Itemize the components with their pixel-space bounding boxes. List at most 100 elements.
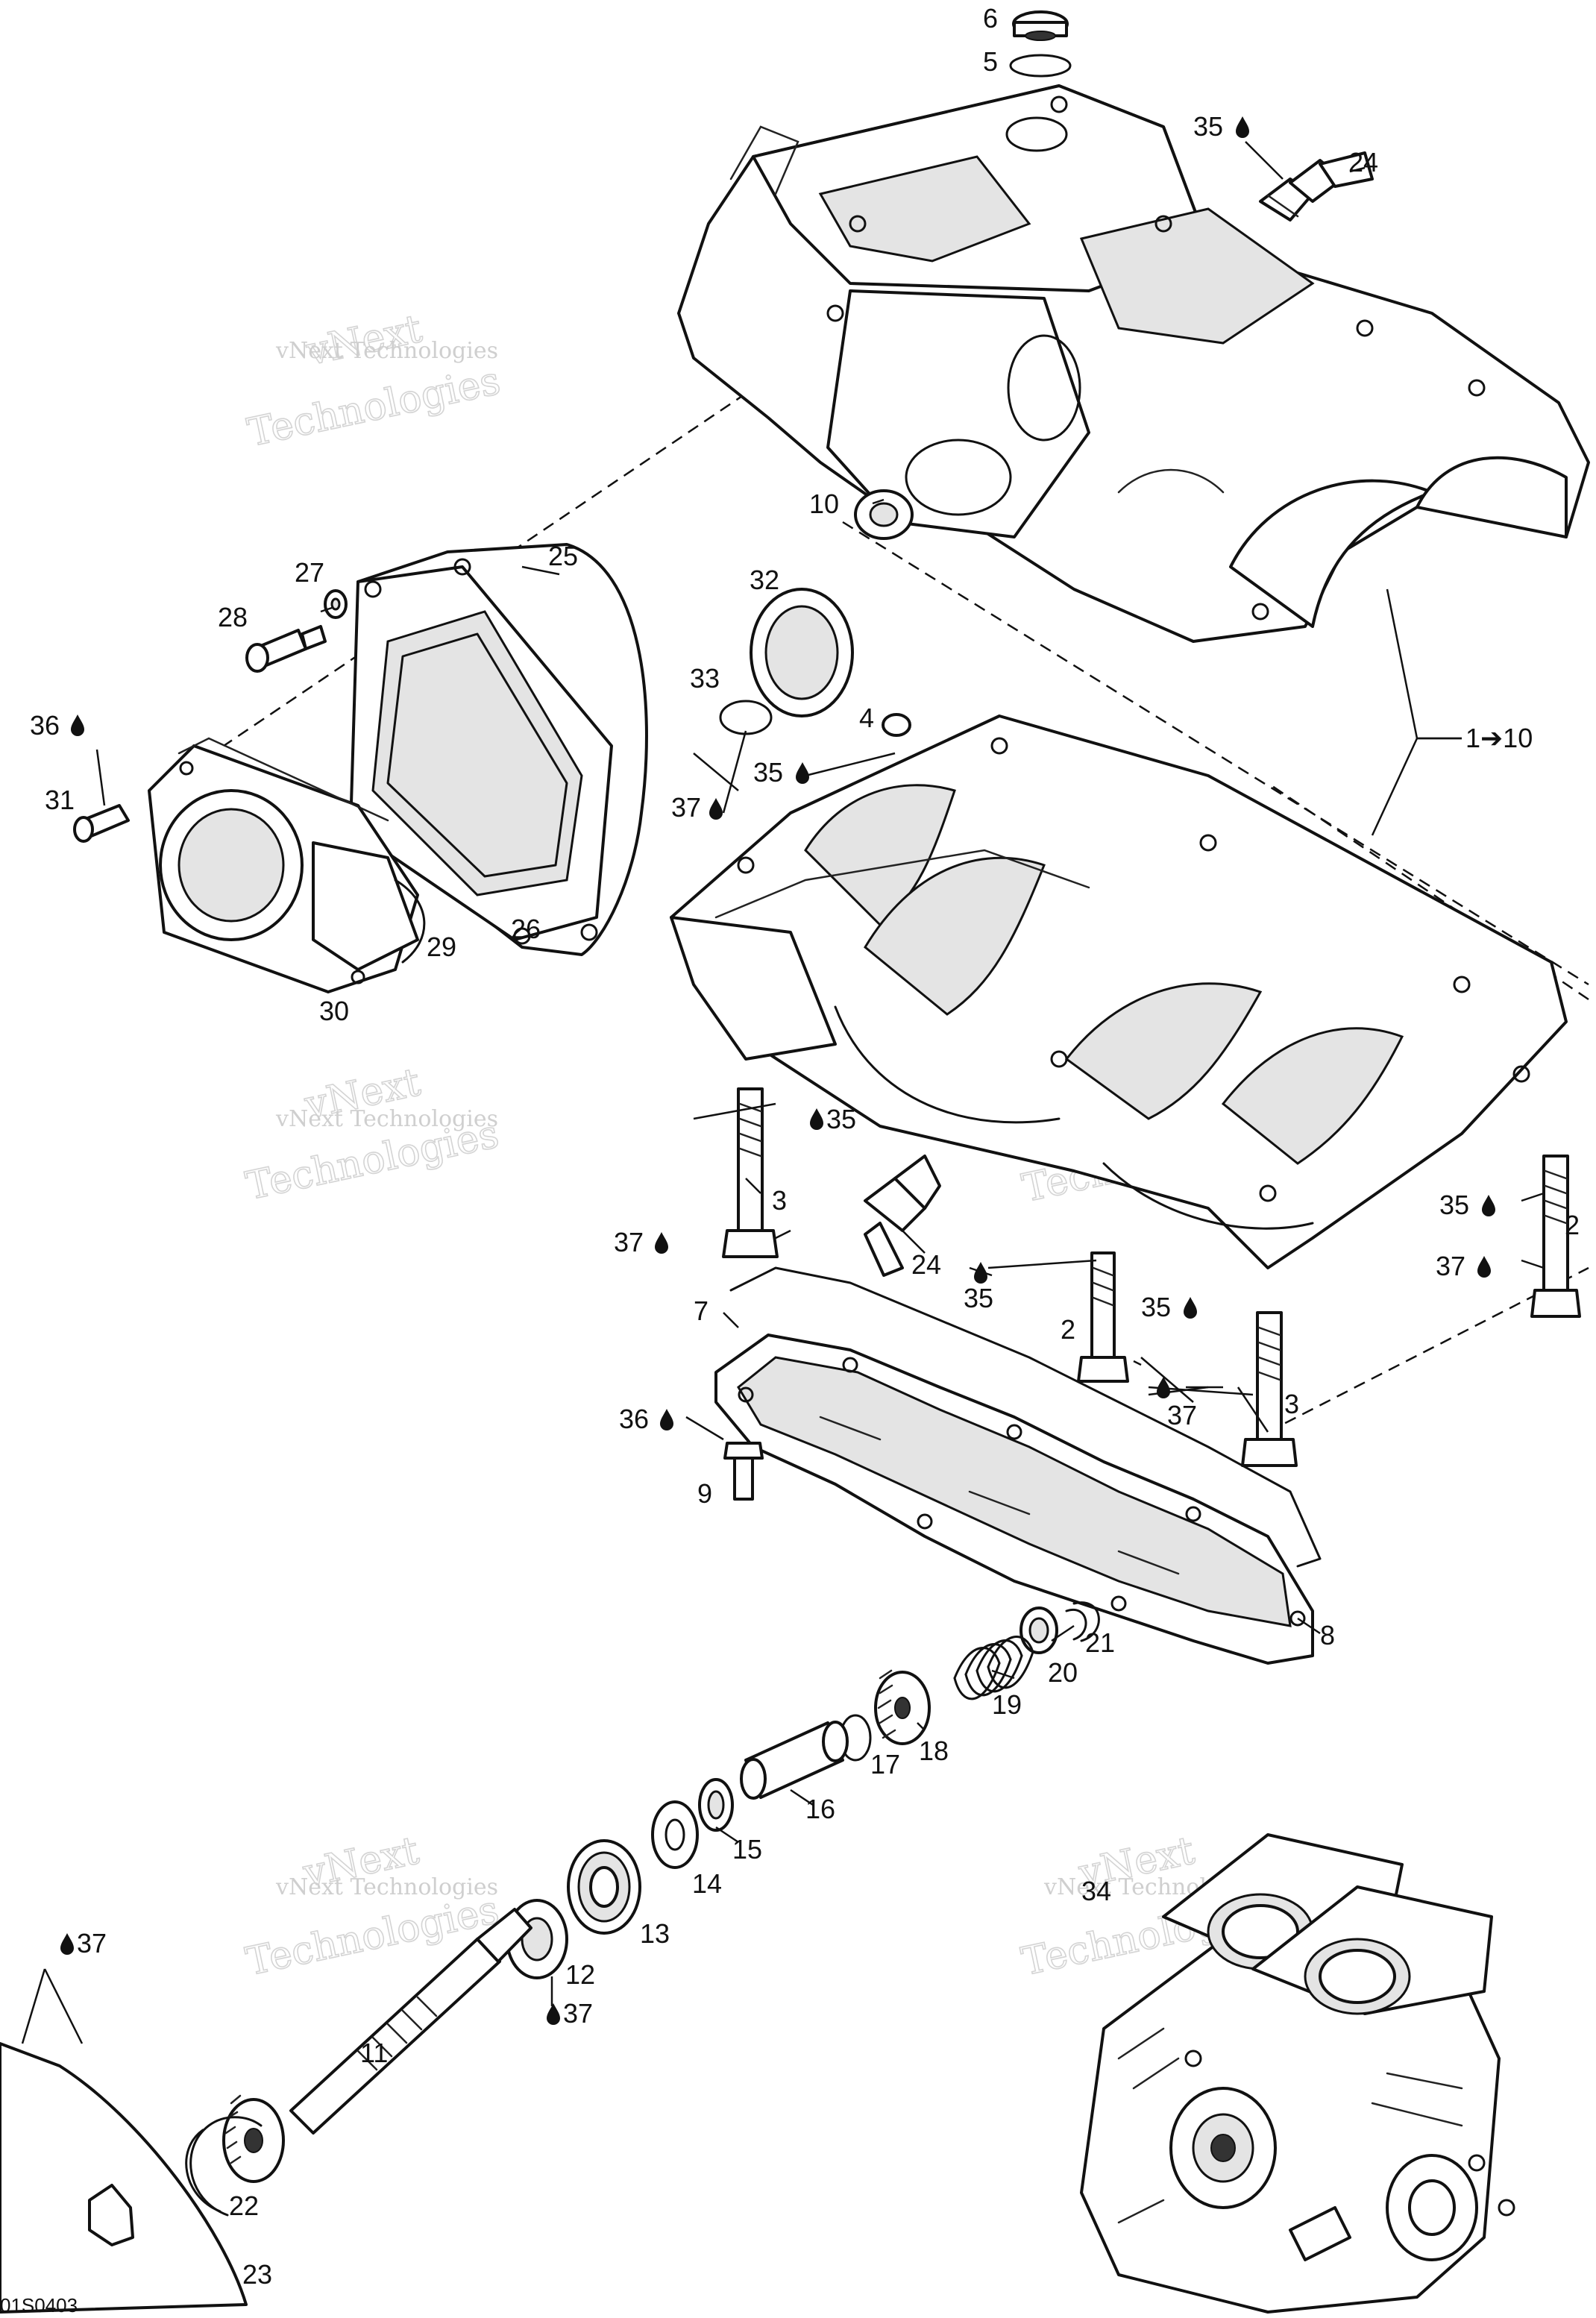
callout-37: 37 — [671, 792, 701, 823]
callout-2: 2 — [1061, 1314, 1075, 1345]
callout-17: 17 — [870, 1749, 900, 1780]
callout-14: 14 — [692, 1868, 722, 1899]
screw-31 — [73, 804, 130, 843]
callout-27: 27 — [295, 557, 324, 588]
callout-10: 10 — [809, 489, 839, 519]
callout-37: 37 — [563, 1998, 593, 2029]
callout-37: 37 — [1167, 1400, 1197, 1430]
bolt-3-left — [722, 1087, 779, 1258]
callout-11: 11 — [360, 2038, 388, 2068]
screw-28 — [245, 625, 327, 673]
callout-28: 28 — [218, 602, 248, 632]
spring-19 — [953, 1636, 1034, 1700]
washer-27 — [324, 589, 348, 619]
callout-16: 16 — [805, 1794, 835, 1824]
engine-overview — [1080, 1833, 1515, 2314]
callout-30: 30 — [319, 996, 349, 1026]
callout-35: 35 — [753, 757, 783, 788]
elbow-fitting-lower — [864, 1155, 941, 1277]
callout-29: 29 — [427, 932, 456, 962]
gasket-29 — [394, 879, 426, 964]
callout-3: 3 — [772, 1185, 787, 1216]
callout-22: 22 — [229, 2190, 259, 2221]
drop-icon — [71, 714, 84, 736]
callout-4: 4 — [859, 703, 874, 733]
guard-23 — [0, 2042, 248, 2314]
drop-icon — [796, 762, 809, 784]
washer-20 — [1020, 1606, 1058, 1654]
screw-9 — [723, 1442, 764, 1501]
throttle-body-30 — [148, 737, 419, 993]
callout-31: 31 — [45, 785, 75, 815]
callout-6: 6 — [983, 3, 998, 34]
callout-34: 34 — [1081, 1876, 1111, 1906]
circlip-22 — [185, 2116, 263, 2217]
callout-9: 9 — [697, 1478, 712, 1509]
valve-cover-25 — [349, 543, 648, 956]
callout-3: 3 — [1284, 1389, 1299, 1419]
o-ring — [1009, 54, 1072, 78]
drop-icon — [709, 798, 723, 820]
bolt-2-mid — [1077, 1251, 1129, 1383]
callout-35: 35 — [964, 1283, 993, 1313]
callout-37: 37 — [614, 1227, 644, 1257]
seal-32 — [750, 588, 854, 717]
drop-icon — [547, 2003, 560, 2025]
callout-20: 20 — [1048, 1657, 1078, 1688]
upper-crankcase — [677, 84, 1590, 643]
drop-icon — [1184, 1297, 1197, 1319]
watermark-text: vNext Technologies — [275, 1874, 498, 1900]
callout-35: 35 — [1141, 1292, 1171, 1322]
watermark-text: vNext Technologies — [275, 1106, 498, 1132]
callout-labels: 6 5 35 24 10 25 27 28 32 33 4 36 35 1➔10… — [0, 3, 1580, 2317]
drop-icon — [660, 1409, 673, 1430]
oil-plug — [1012, 10, 1069, 41]
callout-5: 5 — [983, 46, 998, 77]
oil-pan-8 — [714, 1334, 1314, 1665]
drop-icon — [1236, 116, 1249, 138]
drop-icon — [60, 1933, 74, 1955]
callout-35: 35 — [1439, 1190, 1469, 1220]
drop-icon — [1482, 1195, 1495, 1216]
lower-crankcase — [670, 714, 1568, 1269]
sleeve-16 — [740, 1721, 849, 1800]
watermark-big: Technologies — [244, 359, 504, 456]
callout-12: 12 — [565, 1959, 595, 1990]
callout-24: 24 — [911, 1249, 941, 1280]
gasket-7 — [729, 1266, 1322, 1568]
callout-25: 25 — [548, 541, 578, 571]
clip-21 — [1065, 1601, 1100, 1642]
drop-icon — [1477, 1256, 1491, 1278]
drop-icon — [810, 1108, 823, 1130]
callout-37: 37 — [1436, 1251, 1465, 1281]
callout-18: 18 — [919, 1736, 949, 1766]
bolt-2-right — [1530, 1155, 1581, 1318]
callout-24: 24 — [1348, 147, 1378, 178]
callout-33: 33 — [690, 663, 720, 694]
callout-35: 35 — [826, 1104, 856, 1134]
callout-36: 36 — [30, 710, 60, 741]
bolt-3-mid — [1241, 1311, 1298, 1467]
callout-21: 21 — [1085, 1627, 1115, 1658]
callout-36: 36 — [619, 1404, 649, 1434]
bearing-13 — [567, 1839, 641, 1935]
callout-15: 15 — [732, 1834, 762, 1865]
washer-14 — [651, 1800, 699, 1869]
callout-32: 32 — [750, 565, 779, 595]
elbow-fitting-top — [1259, 151, 1374, 222]
callout-13: 13 — [640, 1918, 670, 1949]
gear-shaft-11 — [222, 2094, 285, 2183]
shaft-11 — [289, 1908, 532, 2135]
diagram-code: 01S0403 — [0, 2294, 78, 2317]
callout-37: 37 — [77, 1928, 107, 1959]
callout-2: 2 — [1565, 1210, 1580, 1240]
ring-15 — [698, 1778, 734, 1832]
watermark-text: vNext Technologies — [275, 338, 498, 364]
dowel-pin-4 — [882, 713, 911, 737]
callout-26: 26 — [511, 914, 541, 944]
callout-8: 8 — [1320, 1620, 1335, 1650]
drop-icon — [974, 1262, 987, 1284]
callout-23: 23 — [242, 2259, 272, 2290]
callout-19: 19 — [992, 1689, 1022, 1720]
drop-icon — [655, 1232, 668, 1254]
